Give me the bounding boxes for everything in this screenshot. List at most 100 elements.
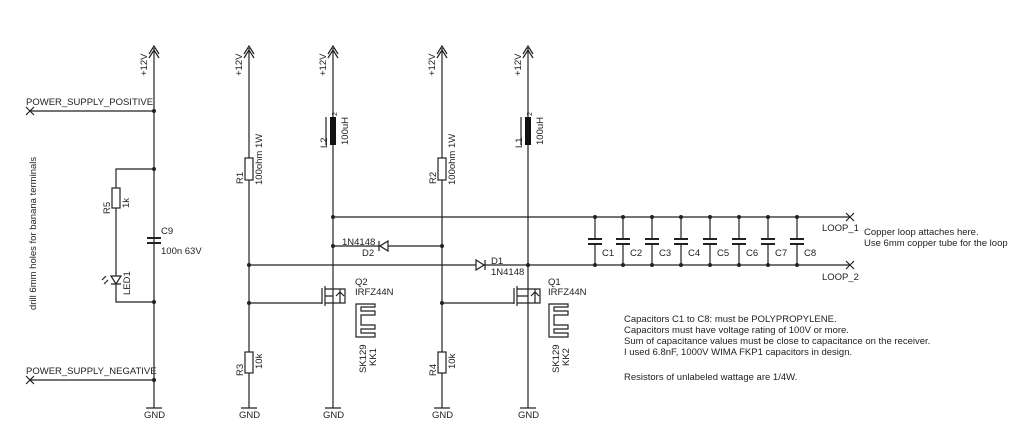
junction-dot <box>737 215 741 219</box>
svg-text:Copper loop attaches here.: Copper loop attaches here. <box>864 227 979 238</box>
r1-resistor <box>244 157 254 181</box>
junction-dot <box>621 263 625 267</box>
kk1-heatsink <box>355 303 376 338</box>
capacitor <box>674 238 688 245</box>
svg-text:KK2: KK2 <box>561 348 572 366</box>
plus12v-label: +12V <box>234 53 245 76</box>
plus12v-label: +12V <box>513 53 524 76</box>
svg-text:IRFZ44N: IRFZ44N <box>548 287 587 298</box>
junction-dot <box>621 215 625 219</box>
svg-text:1N4148: 1N4148 <box>342 237 375 248</box>
r3-resistor <box>244 351 254 374</box>
svg-text:100uH: 100uH <box>535 117 546 145</box>
junction-dot <box>440 244 444 248</box>
gnd-label: GND <box>323 410 344 421</box>
svg-text:R3: R3 <box>235 364 246 376</box>
capacitor-label: C8 <box>804 248 816 259</box>
junction-dot <box>593 215 597 219</box>
junction-dot <box>152 300 156 304</box>
junction-dot <box>679 215 683 219</box>
q1-mosfet <box>513 286 541 306</box>
svg-text:10k: 10k <box>254 353 265 369</box>
svg-text:100ohm 1W: 100ohm 1W <box>447 134 458 185</box>
junction-dot <box>440 301 444 305</box>
junction-dot <box>766 215 770 219</box>
terminal-x-icon <box>25 106 35 385</box>
svg-text:D1: D1 <box>491 256 503 267</box>
capacitor-label: C7 <box>775 248 787 259</box>
loop1-label: LOOP_1 <box>822 223 859 234</box>
capacitor-label: C6 <box>746 248 758 259</box>
plus12v-label: +12V <box>427 53 438 76</box>
svg-text:Capacitors C1 to C8: must be P: Capacitors C1 to C8: must be POLYPROPYLE… <box>624 314 837 325</box>
capacitor-label: C5 <box>717 248 729 259</box>
gnd-label: GND <box>144 410 165 421</box>
svg-text:1N4148: 1N4148 <box>491 267 524 278</box>
svg-text:SK129: SK129 <box>358 344 369 373</box>
power-input: POWER_SUPPLY_POSITIVE POWER_SUPPLY_NEGAT… <box>25 97 202 385</box>
plus12v-label: +12V <box>139 53 150 76</box>
svg-text:KK1: KK1 <box>368 348 379 366</box>
capacitor <box>588 238 602 245</box>
led1-icon <box>109 275 123 286</box>
loop2-label: LOOP_2 <box>822 272 859 283</box>
junction-dot <box>650 215 654 219</box>
junction-dot <box>247 263 251 267</box>
capacitor <box>761 238 775 245</box>
loop-terminal-x-icon <box>845 212 855 270</box>
capacitor-label: C3 <box>659 248 671 259</box>
svg-text:SK129: SK129 <box>551 344 562 373</box>
plus12v-label: +12V <box>318 53 329 76</box>
svg-text:2: 2 <box>332 112 339 116</box>
capacitor <box>616 238 630 245</box>
svg-text:Q1: Q1 <box>548 277 561 288</box>
svg-text:1k: 1k <box>121 198 132 208</box>
junction-dot <box>247 301 251 305</box>
d1-diode <box>475 258 486 272</box>
l1-inductor <box>525 117 531 145</box>
svg-text:Use 6mm copper tube for the lo: Use 6mm copper tube for the loop <box>864 238 1008 249</box>
r4-resistor <box>437 351 447 374</box>
svg-text:IRFZ44N: IRFZ44N <box>355 287 394 298</box>
svg-text:100n 63V: 100n 63V <box>161 246 202 257</box>
drill-note: drill 6mm holes for banana terminals <box>28 157 39 310</box>
junction-dot <box>526 263 530 267</box>
capacitor <box>703 238 717 245</box>
svg-text:Q2: Q2 <box>355 277 368 288</box>
svg-text:Sum of capacitance values must: Sum of capacitance values must be close … <box>624 336 930 347</box>
junction-dot <box>593 263 597 267</box>
svg-text:D2: D2 <box>362 248 374 259</box>
svg-text:I used 6.8nF, 1000V WIMA FKP1: I used 6.8nF, 1000V WIMA FKP1 capacitors… <box>624 347 852 358</box>
r2-resistor <box>437 157 447 181</box>
junction-dot <box>737 263 741 267</box>
c9-capacitor <box>147 237 161 244</box>
r5-resistor <box>111 187 121 209</box>
capacitor <box>732 238 746 245</box>
svg-text:R1: R1 <box>235 172 246 184</box>
power-positive-label: POWER_SUPPLY_POSITIVE <box>26 97 153 108</box>
junction-dot <box>650 263 654 267</box>
junction-dot <box>708 263 712 267</box>
junction-dot <box>152 109 156 113</box>
l2-inductor <box>330 117 336 145</box>
supply-rail <box>241 44 257 409</box>
power-negative-label: POWER_SUPPLY_NEGATIVE <box>26 366 157 377</box>
q2-mosfet <box>321 286 346 306</box>
svg-text:100uH: 100uH <box>340 117 351 145</box>
capacitor <box>790 238 804 245</box>
junction-dot <box>679 263 683 267</box>
junction-dot <box>331 215 335 219</box>
svg-text:L1: L1 <box>514 137 525 148</box>
svg-text:LED1: LED1 <box>122 271 133 295</box>
supply-rail <box>146 44 162 409</box>
svg-text:100ohm 1W: 100ohm 1W <box>254 134 265 185</box>
supply-rail <box>325 44 341 409</box>
kk2-heatsink <box>548 303 569 338</box>
gnd-label: GND <box>432 410 453 421</box>
junction-dot <box>152 167 156 171</box>
junction-dot <box>708 215 712 219</box>
capacitor-label: C2 <box>630 248 642 259</box>
svg-text:R2: R2 <box>428 172 439 184</box>
led-light-icon <box>101 275 109 285</box>
